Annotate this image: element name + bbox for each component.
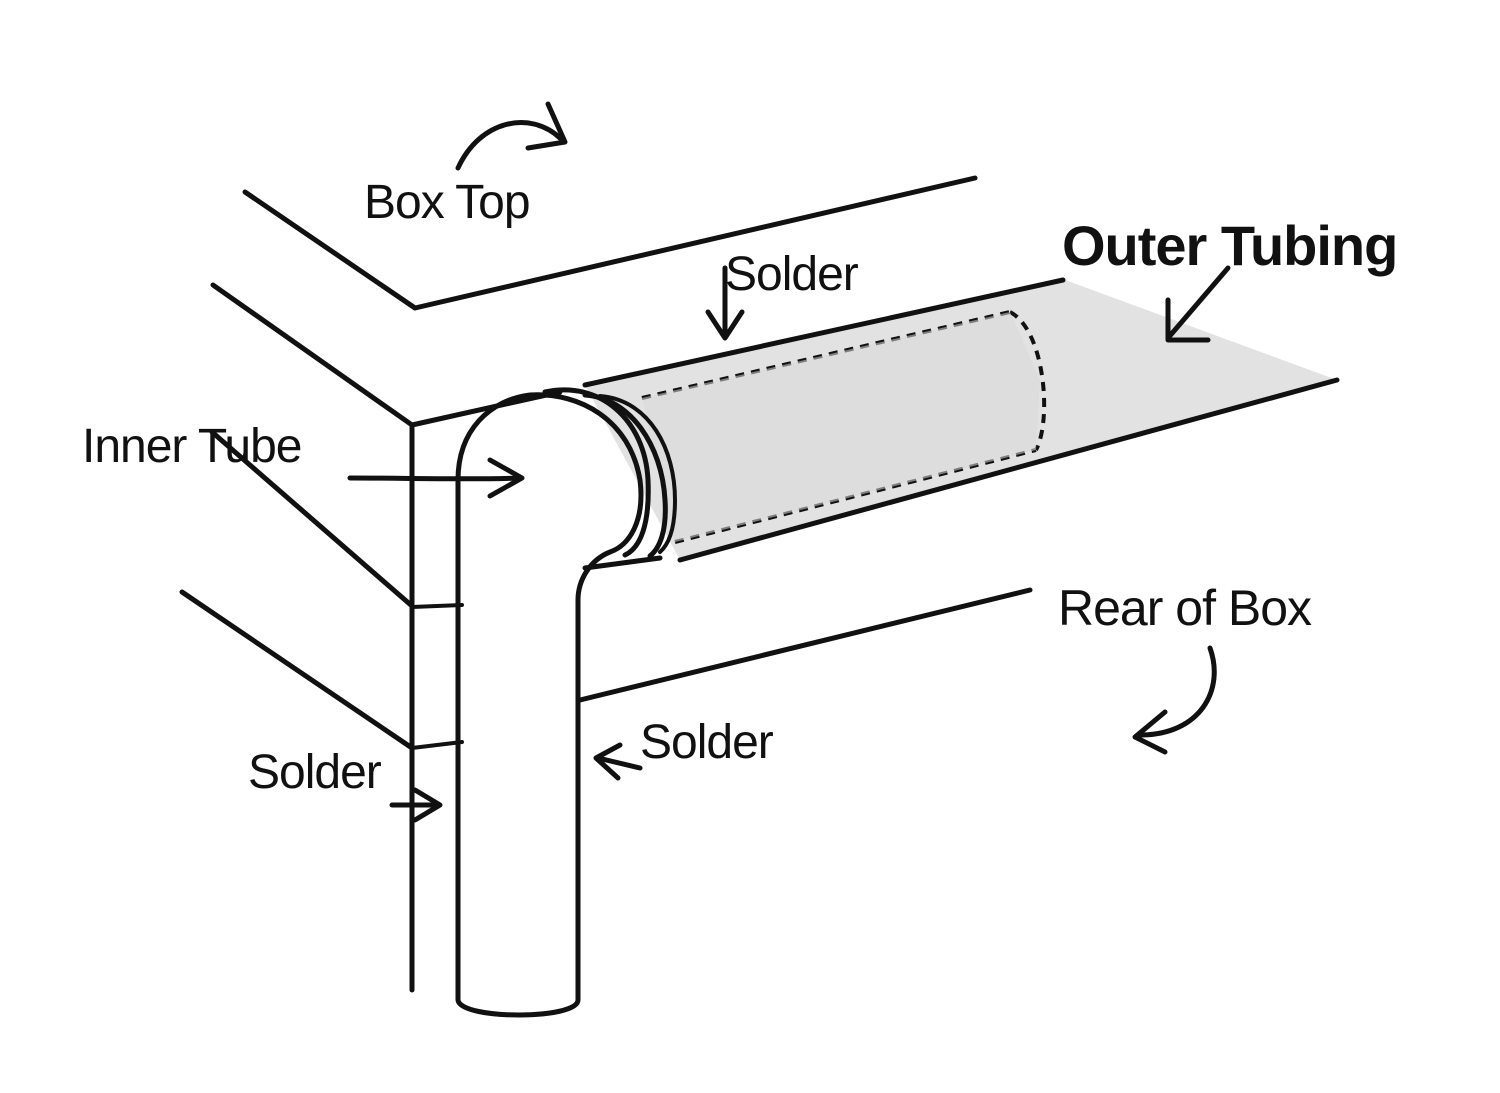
labels: Box Top Outer Tubing Solder Inner Tube R… (82, 176, 1398, 799)
outer-tubing-arrow-line (1165, 265, 1231, 341)
sleeve-shade (642, 312, 1040, 542)
rear-arrow-head (1132, 709, 1168, 755)
outer-tubing-top-edge (582, 277, 1066, 388)
inner-tube-arrow-head (487, 457, 525, 499)
label-inner-tube: Inner Tube (82, 420, 302, 473)
solder-right-arrow-line (595, 755, 643, 771)
label-solder-top: Solder (725, 248, 859, 301)
inner-tube-arrow-line (347, 475, 523, 482)
rear-of-box-panel (577, 555, 1033, 703)
label-solder-right: Solder (640, 716, 774, 769)
box-top-arrow-curve (455, 120, 563, 171)
box-side-line-lower (179, 589, 415, 751)
label-outer-tubing: Outer Tubing (1062, 214, 1397, 277)
arrows (347, 101, 1231, 823)
solder-left-arrow-head (412, 787, 443, 823)
rear-arrow-curve (1137, 645, 1217, 738)
tube-elbow (542, 387, 677, 559)
elbow-ring-mid (582, 392, 668, 559)
rear-panel-top-join (582, 555, 663, 571)
sleeve-bottom-dash (674, 448, 1037, 544)
box-side-line-upper (209, 429, 415, 609)
box-top-edge (242, 175, 978, 311)
box-top-corner-edge (210, 282, 563, 428)
outer-tubing-arrow-head (1165, 297, 1211, 343)
solder-top-arrow-head (705, 309, 745, 341)
label-solder-left: Solder (248, 746, 382, 799)
rear-of-box-edge (577, 587, 1033, 703)
outer-tubing-bottom-edge (677, 377, 1340, 563)
vertical-tube-outline (455, 392, 644, 1018)
label-box-top: Box Top (364, 176, 530, 229)
solder-right-arrow-head (593, 742, 623, 781)
label-rear-of-box: Rear of Box (1058, 580, 1312, 636)
box-top-arrow-head (525, 101, 568, 151)
vertical-tube (455, 392, 644, 1018)
sleeve-end-dash (1008, 310, 1047, 451)
box-corner (179, 282, 563, 993)
solder-seam-upper (410, 603, 464, 609)
box-top-panel (242, 175, 978, 311)
solder-seam-lower (410, 740, 464, 750)
elbow-ring-inner (598, 394, 677, 554)
inner-tube-sleeve (641, 310, 1047, 544)
